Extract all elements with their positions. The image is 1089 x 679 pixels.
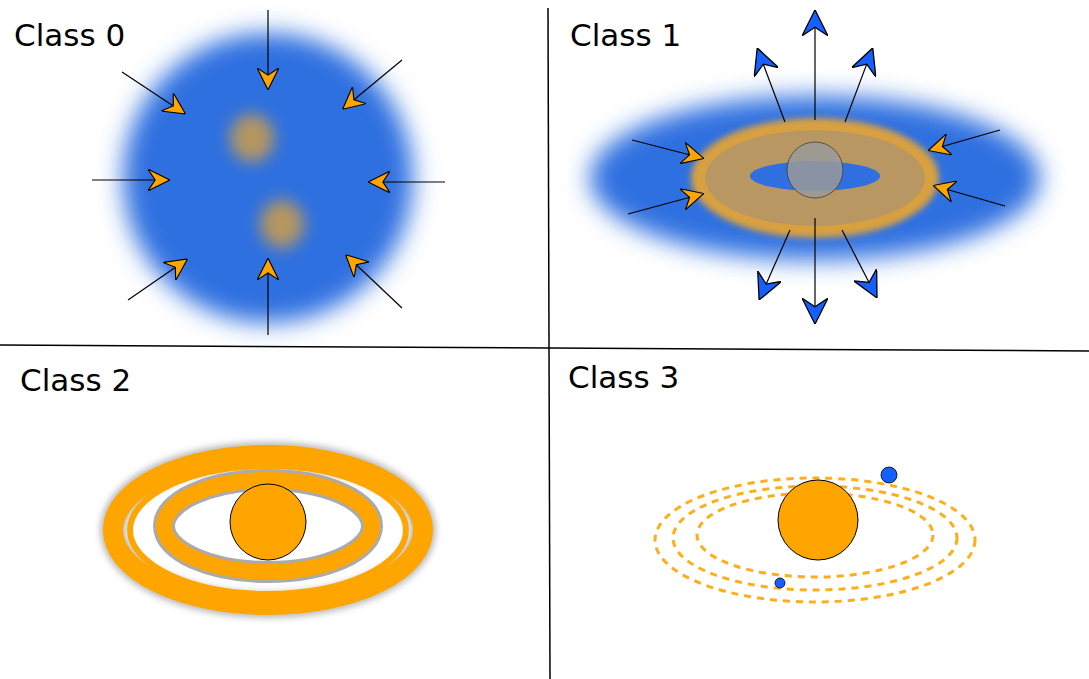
class-label: Class 0 <box>14 20 125 51</box>
class-label: Class 1 <box>570 20 681 51</box>
class-label: Class 3 <box>568 362 679 393</box>
class-label: Class 2 <box>20 365 131 396</box>
